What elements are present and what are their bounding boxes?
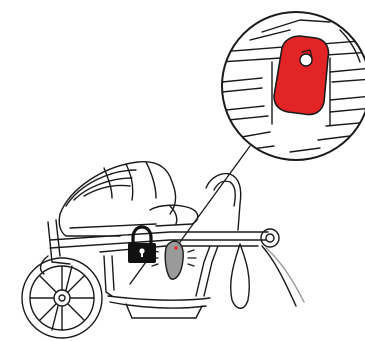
magnified-frame-detail: [220, 20, 365, 152]
callout-leader-line: [180, 146, 250, 242]
indicator-dot: [174, 246, 177, 249]
folded-stroller: [41, 162, 304, 318]
red-latch-indicator: [274, 36, 329, 115]
magnifier-callout: [220, 12, 365, 160]
padlock-closed-icon: [128, 227, 156, 263]
front-wheel: [22, 258, 102, 338]
